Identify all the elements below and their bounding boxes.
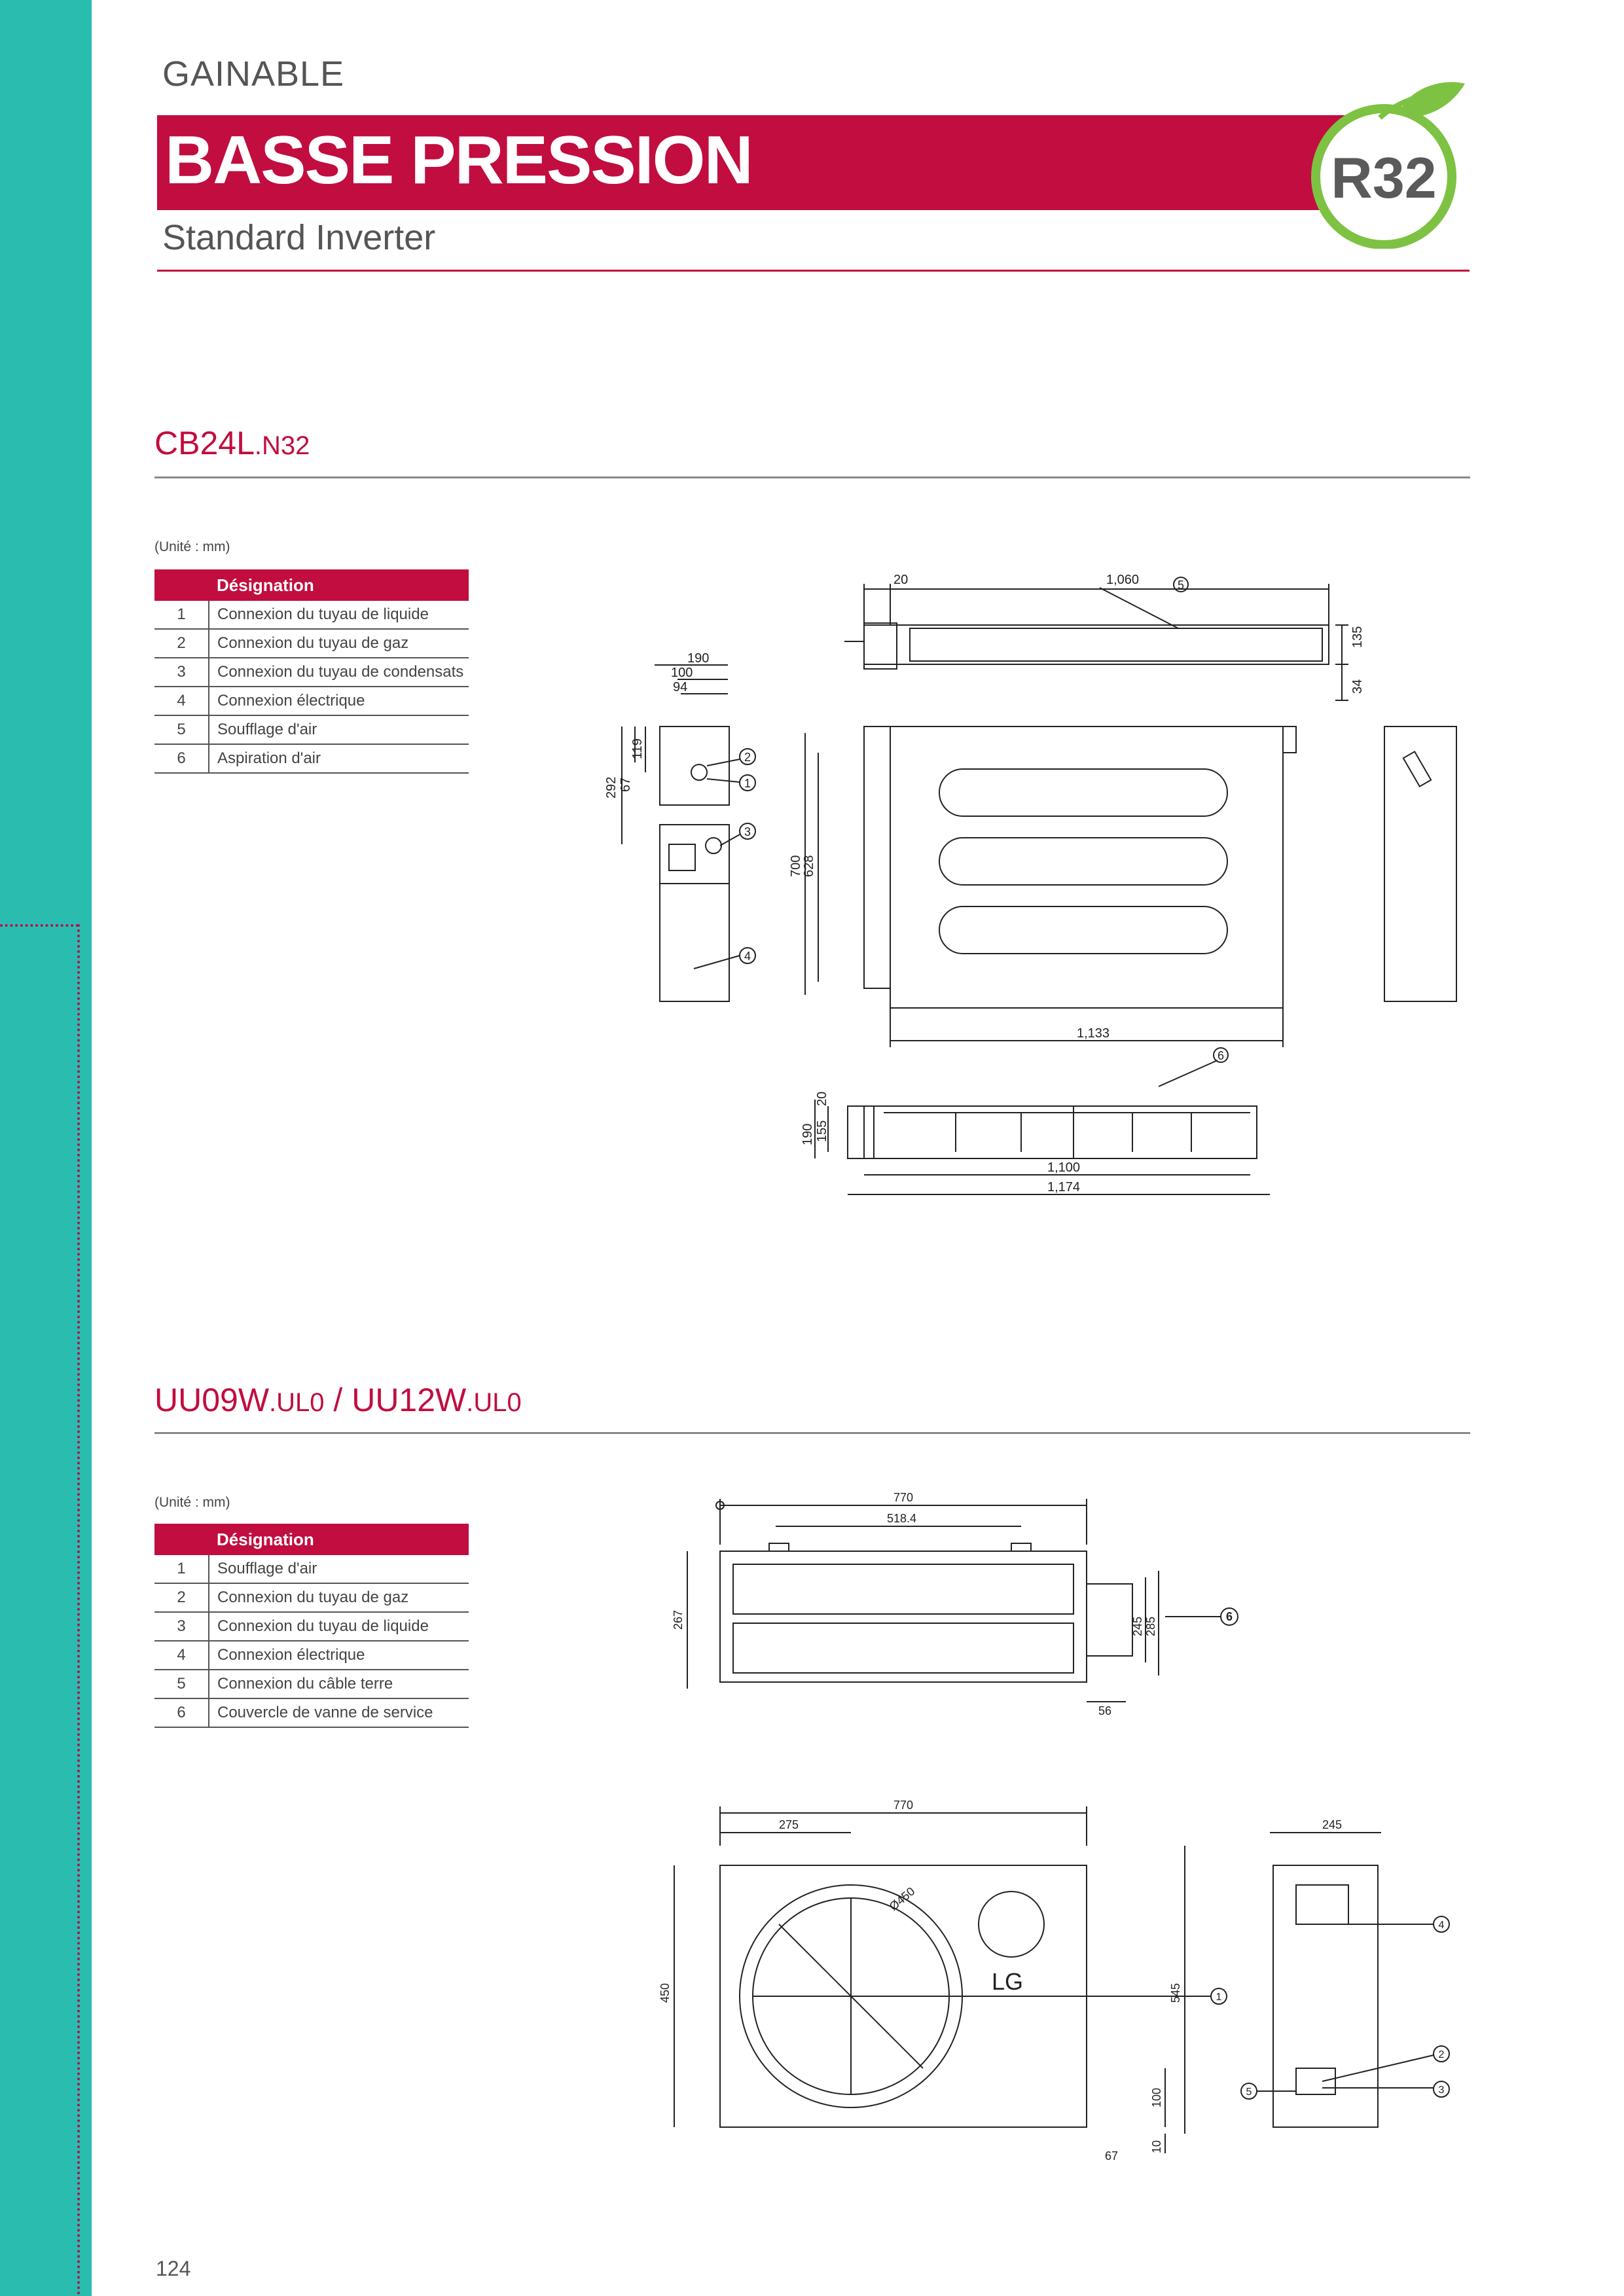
svg-text:3: 3	[1439, 2085, 1445, 2096]
svg-text:34: 34	[1350, 679, 1365, 694]
svg-text:275: 275	[779, 1818, 799, 1831]
svg-text:67: 67	[619, 778, 633, 792]
title-banner	[157, 115, 1348, 210]
page-number: 124	[156, 2257, 191, 2280]
svg-text:1,133: 1,133	[1077, 1026, 1110, 1041]
svg-text:100: 100	[671, 666, 693, 680]
svg-text:545: 545	[1169, 1983, 1182, 2003]
svg-text:285: 285	[1144, 1617, 1157, 1636]
svg-text:Ø450: Ø450	[887, 1884, 918, 1913]
electric-box	[1295, 1884, 1349, 1925]
section1-title: CB24L.N32	[154, 425, 310, 461]
cb24l-technical-drawing: 20 1,060 135 34 5 190 100 94 2 1 3 4 292…	[604, 573, 1457, 1195]
category-label: GAINABLE	[162, 54, 345, 94]
svg-text:3: 3	[744, 825, 751, 838]
svg-text:770: 770	[893, 1799, 913, 1812]
sidebar-dotted-vertical	[77, 924, 80, 2296]
section1-unit: (Unité : mm)	[154, 539, 230, 554]
svg-text:4: 4	[744, 950, 751, 963]
right-side-view	[1384, 726, 1457, 1002]
section1-rule	[154, 476, 1470, 478]
svg-text:94: 94	[673, 680, 687, 694]
page-subtitle: Standard Inverter	[162, 218, 436, 257]
front-view: 700 628 1,133	[789, 726, 1297, 1047]
side-view: 245 4 2 3 5	[1240, 1818, 1450, 2128]
svg-text:700: 700	[789, 855, 803, 877]
uu09w-technical-drawing: 770 518.4 267 245 285 6 56 770 275 Ø450	[659, 1491, 1450, 2162]
svg-text:245: 245	[1131, 1617, 1144, 1636]
svg-text:2: 2	[744, 751, 751, 764]
svg-text:1: 1	[1216, 1992, 1222, 2003]
side-view: 190 100 94 2 1 3 4 292 67 119	[604, 651, 756, 1002]
svg-text:5: 5	[1246, 2087, 1252, 2098]
svg-text:267: 267	[672, 1610, 685, 1630]
svg-text:770: 770	[893, 1491, 913, 1504]
svg-text:1,060: 1,060	[1106, 573, 1139, 587]
svg-text:6: 6	[1226, 1610, 1233, 1623]
svg-text:1,174: 1,174	[1047, 1180, 1080, 1194]
svg-text:292: 292	[604, 777, 619, 798]
svg-text:518.4: 518.4	[887, 1512, 916, 1525]
table-header: Désignation	[154, 1524, 469, 1555]
bottom-view: 6 190 155 20 1,100 1,174	[801, 1047, 1270, 1195]
header-rule	[157, 270, 1470, 272]
svg-text:190: 190	[801, 1124, 815, 1145]
svg-text:245: 245	[1322, 1818, 1342, 1831]
svg-text:10: 10	[1150, 2140, 1163, 2153]
svg-text:628: 628	[802, 855, 816, 877]
svg-text:4: 4	[1439, 1920, 1445, 1931]
section2-unit: (Unité : mm)	[154, 1495, 230, 1510]
svg-text:135: 135	[1350, 626, 1365, 648]
table-header: Désignation	[154, 569, 469, 601]
svg-text:20: 20	[893, 573, 908, 587]
svg-text:56: 56	[1098, 1704, 1111, 1717]
section2-rule	[154, 1432, 1470, 1434]
badge-text: R32	[1331, 145, 1436, 210]
svg-text:155: 155	[815, 1121, 829, 1142]
top-view: 770 518.4 267 245 285 6 56	[672, 1491, 1238, 1717]
sidebar-band	[0, 0, 92, 2296]
svg-text:67: 67	[1105, 2149, 1118, 2162]
r32-badge: R32	[1311, 82, 1465, 249]
svg-text:5: 5	[1178, 579, 1184, 592]
svg-text:1,100: 1,100	[1047, 1160, 1080, 1175]
svg-text:1: 1	[744, 777, 751, 790]
svg-text:450: 450	[659, 1983, 672, 2003]
page-title: BASSE PRESSION	[165, 122, 753, 198]
svg-text:190: 190	[687, 651, 709, 666]
top-view: 20 1,060 135 34 5	[844, 573, 1365, 701]
svg-text:2: 2	[1439, 2049, 1445, 2060]
svg-text:100: 100	[1150, 2088, 1163, 2108]
lg-logo-icon	[978, 1891, 1045, 1958]
svg-text:6: 6	[1218, 1049, 1224, 1062]
svg-text:119: 119	[630, 738, 645, 759]
svg-text:20: 20	[815, 1092, 829, 1106]
front-view: 770 275 Ø450 LG 1 450 545 100 10 67	[659, 1799, 1227, 2162]
section2-title: UU09W.UL0 / UU12W.UL0	[154, 1382, 522, 1418]
svg-text:LG: LG	[992, 1968, 1023, 1995]
sidebar-dotted-marker	[0, 924, 79, 927]
